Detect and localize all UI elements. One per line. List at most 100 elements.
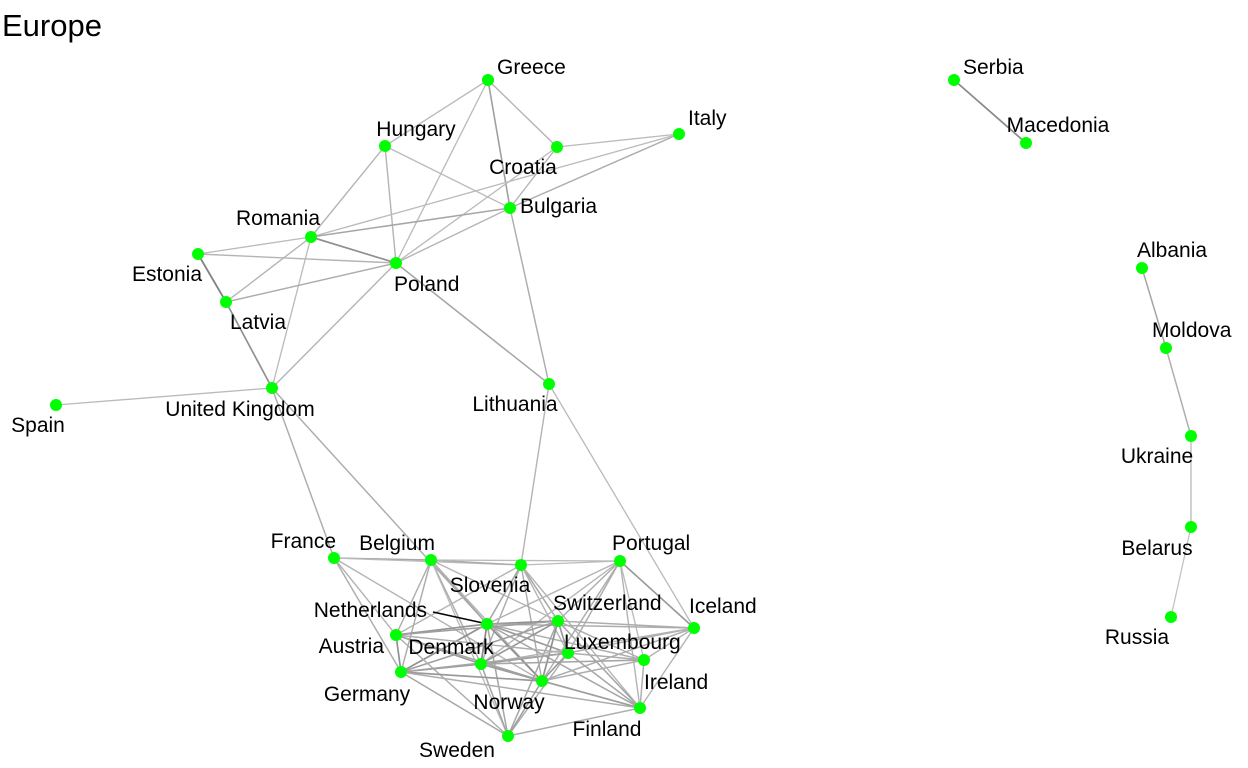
edge-belgium-slovenia — [430, 559, 522, 566]
node-label-romania: Romania — [236, 207, 320, 230]
node-uk[interactable] — [266, 382, 278, 394]
node-norway[interactable] — [536, 675, 548, 687]
edge-netherlands-norway — [486, 623, 543, 682]
edge-norway-sweden — [507, 680, 543, 737]
node-label-ireland: Ireland — [644, 671, 708, 694]
edge-italy-romania — [310, 133, 680, 238]
edge-uk-france — [271, 387, 335, 559]
node-croatia[interactable] — [551, 141, 563, 153]
edge-portugal-netherlands — [486, 560, 621, 625]
edge-austria-sweden — [395, 634, 509, 737]
node-label-belgium: Belgium — [359, 532, 435, 555]
node-spain[interactable] — [50, 399, 62, 411]
node-bulgaria[interactable] — [504, 202, 516, 214]
node-label-france: France — [271, 530, 336, 553]
edge-austria-luxembourg — [395, 634, 569, 654]
edge-ireland-norway — [541, 659, 645, 682]
node-austria[interactable] — [390, 629, 402, 641]
edge-belarus-russia — [1170, 526, 1192, 618]
node-label-austria: Austria — [319, 635, 385, 658]
node-ukraine[interactable] — [1185, 430, 1197, 442]
node-label-croatia: Croatia — [489, 156, 557, 179]
edge-portugal-finland — [619, 560, 641, 709]
edge-uk-netherlands — [271, 387, 488, 625]
node-label-macedonia: Macedonia — [1007, 114, 1110, 137]
node-label-switzerland: Switzerland — [553, 592, 662, 615]
edge-croatia-poland — [395, 146, 558, 264]
edge-slovenia-portugal — [520, 560, 621, 566]
edge-bulgaria-lithuania — [509, 207, 550, 385]
node-label-lithuania: Lithuania — [472, 393, 558, 416]
node-moldova[interactable] — [1160, 342, 1172, 354]
node-serbia[interactable] — [948, 74, 960, 86]
node-slovenia[interactable] — [515, 559, 527, 571]
node-luxembourg[interactable] — [562, 647, 574, 659]
edge-austria-germany — [395, 634, 402, 673]
edge-switzerland-finland — [557, 620, 641, 709]
edge-estonia-latvia — [197, 253, 227, 303]
edge-slovenia-finland — [520, 564, 641, 709]
node-germany[interactable] — [395, 666, 407, 678]
node-label-serbia: Serbia — [963, 56, 1024, 79]
edge-portugal-ireland — [619, 560, 645, 661]
edge-germany-sweden — [400, 671, 509, 737]
node-belarus[interactable] — [1185, 521, 1197, 533]
node-netherlands[interactable] — [481, 618, 493, 630]
edge-denmark-ireland — [480, 659, 645, 665]
edge-poland-lithuania — [395, 262, 550, 385]
edge-italy-bulgaria — [509, 133, 680, 209]
node-label-luxembourg: Luxembourg — [564, 631, 681, 654]
edge-romania-estonia — [197, 236, 312, 255]
node-label-hungary: Hungary — [376, 118, 456, 141]
node-switzerland[interactable] — [552, 615, 564, 627]
edge-france-germany — [333, 557, 402, 673]
node-label-greece: Greece — [497, 56, 566, 79]
edge-netherlands-germany — [400, 623, 488, 673]
netherlands-label-leader — [432, 611, 484, 624]
edge-belgium-sweden — [430, 559, 509, 737]
node-russia[interactable] — [1165, 611, 1177, 623]
node-latvia[interactable] — [220, 296, 232, 308]
node-poland[interactable] — [390, 257, 402, 269]
node-sweden[interactable] — [502, 730, 514, 742]
edge-france-austria — [333, 557, 397, 636]
edge-iceland-denmark — [480, 627, 695, 665]
node-label-spain: Spain — [11, 414, 65, 437]
edge-belgium-portugal — [430, 559, 621, 562]
node-iceland[interactable] — [688, 622, 700, 634]
node-macedonia[interactable] — [1020, 137, 1032, 149]
node-belgium[interactable] — [425, 554, 437, 566]
node-label-sweden: Sweden — [419, 739, 495, 762]
edge-germany-norway — [400, 671, 543, 682]
edge-luxembourg-ireland — [567, 652, 645, 661]
node-label-iceland: Iceland — [689, 595, 757, 618]
edge-moldova-ukraine — [1165, 347, 1192, 437]
node-ireland[interactable] — [638, 654, 650, 666]
node-finland[interactable] — [634, 702, 646, 714]
node-hungary[interactable] — [379, 140, 391, 152]
edge-iceland-norway — [541, 627, 695, 682]
edge-switzerland-austria — [395, 620, 559, 636]
node-portugal[interactable] — [614, 555, 626, 567]
edge-greece-hungary — [384, 79, 489, 147]
node-label-moldova: Moldova — [1152, 319, 1232, 342]
edge-slovenia-denmark — [480, 564, 522, 665]
node-label-germany: Germany — [324, 683, 411, 706]
edge-estonia-poland — [197, 253, 397, 264]
edge-switzerland-ireland — [557, 620, 645, 661]
edge-hungary-bulgaria — [384, 145, 511, 209]
node-label-denmark: Denmark — [408, 636, 494, 659]
node-estonia[interactable] — [192, 248, 204, 260]
node-lithuania[interactable] — [543, 378, 555, 390]
node-albania[interactable] — [1136, 262, 1148, 274]
edge-germany-finland — [400, 671, 641, 709]
edge-belgium-germany — [400, 559, 432, 673]
node-greece[interactable] — [482, 74, 494, 86]
node-romania[interactable] — [305, 231, 317, 243]
node-denmark[interactable] — [475, 658, 487, 670]
edge-romania-uk — [271, 236, 312, 389]
node-italy[interactable] — [673, 128, 685, 140]
node-label-albania: Albania — [1137, 239, 1207, 262]
node-france[interactable] — [328, 552, 340, 564]
edge-lithuania-slovenia — [520, 383, 550, 566]
